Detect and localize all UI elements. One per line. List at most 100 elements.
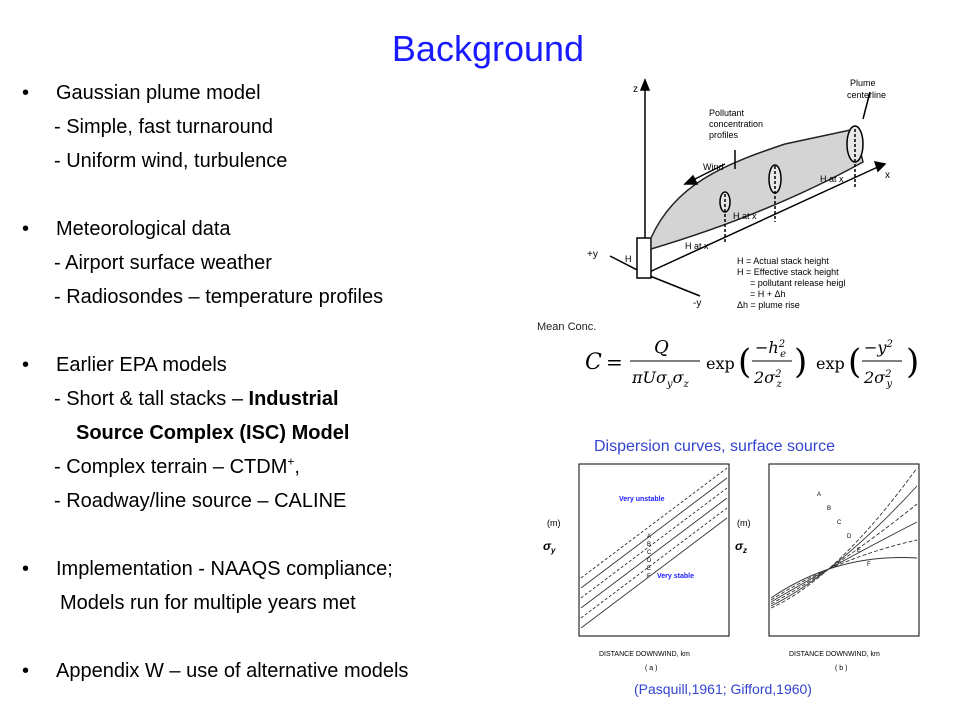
legend-line-2: H = Effective stack height [737,267,839,277]
x-label: x [885,170,890,181]
legend-line-3: = pollutant release heigl [750,278,845,288]
sub-item-text: - Short & tall stacks – [54,388,249,410]
isc-emphasis: Industrial [248,388,339,410]
plus-y-label: +y [587,249,598,260]
sigma-z-label: σz [735,539,747,555]
bullet-text: Implementation - NAAQS compliance; [56,558,393,580]
sub-item: - Roadway/line source – CALINE [54,490,347,512]
bullet-dot: • [22,218,30,240]
svg-text:=: = [606,350,623,374]
sigma-z-curve [770,467,918,609]
sigma-y-label: σy [543,539,556,555]
svg-text:): ) [794,342,807,382]
sub-item: - Radiosondes – temperature profiles [54,286,384,308]
unit-label-a: (m) [547,518,561,528]
bullet-text: Earlier EPA models [56,354,227,376]
svg-text:C: C [585,350,602,375]
minus-y-label: -y [693,298,701,309]
svg-text:): ) [906,342,919,382]
svg-text:−h2e: −h2e [755,338,786,360]
sub-item: - Short & tall stacks – Industrial [22,382,542,416]
bullet-implementation: • Implementation - NAAQS compliance; [22,552,542,586]
stability-class-label: A [817,492,821,498]
sub-item: - Simple, fast turnaround [54,116,273,138]
panel-a: σy (m) Very unstable Very stable DISTANC… [543,463,730,672]
sigma-y-curve [580,467,728,579]
stability-class-label: F [647,574,651,580]
concentration-label: concentration [709,119,763,129]
isc-continuation: Source Complex (ISC) Model [76,422,350,444]
sigma-z-curve [770,485,918,607]
legend-line-4: = H + Δh [750,289,786,299]
stability-class-label: B [827,506,831,512]
stability-class-label: C [837,520,842,526]
stability-class-label: B [647,542,651,548]
bullet-dot: • [22,354,30,376]
stability-class-label: E [857,548,861,554]
svg-text:exp: exp [816,354,845,373]
stability-class-label: E [647,566,651,572]
wind-label: Wind [703,162,724,172]
x-axis-label-b: DISTANCE DOWNWIND, km [789,651,880,658]
bullet-dot: • [22,558,30,580]
he-x2-label: H at x [733,211,757,221]
svg-text:(: ( [738,342,751,382]
bullet-dot: • [22,660,30,682]
panel-b: σz (m) DISTANCE DOWNWIND, km ( b ) A B C D E… [735,463,920,672]
svg-text:(: ( [848,342,861,382]
legend-line-1: H = Actual stack height [737,256,829,266]
sigma-z-curve [770,557,918,599]
slide-title: Background [391,28,585,69]
legend-line-5: Δh = plume rise [737,300,800,310]
dispersion-caption: Dispersion curves, surface source [594,438,835,455]
panel-b-label: ( b ) [835,665,847,672]
superscript: + [287,454,295,469]
sub-item: - Airport surface weather [54,252,272,274]
bullet-dot: • [22,82,30,104]
x-axis-label-a: DISTANCE DOWNWIND, km [599,651,690,658]
bullet-list: • Gaussian plume model - Simple, fast tu… [22,76,542,688]
bullet-meteorological: • Meteorological data [22,212,542,246]
plume-label: Plume [850,78,876,88]
x-axis [644,165,881,275]
sub-item: Models run for multiple years met [60,592,356,614]
panel-a-label: ( a ) [645,665,657,672]
sub-item: - Uniform wind, turbulence [54,150,288,172]
unit-label-b: (m) [737,518,751,528]
very-stable-label: Very stable [657,573,694,580]
hs-label: H [625,254,632,264]
sigma-y-curve [580,517,728,629]
sigma-z-curve [770,503,918,605]
bullet-text: Appendix W – use of alternative models [56,660,409,682]
sigma-y-curve [580,477,728,589]
sub-item: - Complex terrain – CTDM+, [22,450,542,484]
sub-item-text: - Complex terrain – CTDM [54,456,288,478]
svg-text:exp: exp [706,354,735,373]
bullet-text: Meteorological data [56,218,231,240]
svg-text:πUσyσz: πUσyσz [631,368,690,390]
sigma-y-curve [580,487,728,599]
very-unstable-label: Very unstable [619,496,665,503]
bullet-text: Gaussian plume model [56,82,261,104]
svg-text:−y2: −y2 [864,338,893,357]
z-label: z [633,84,638,95]
profiles-label: profiles [709,130,739,140]
stability-class-label: C [647,550,652,556]
citation: (Pasquill,1961; Gifford,1960) [634,681,812,697]
mean-conc-label: Mean Conc. [537,321,597,333]
stability-class-label: D [647,558,652,564]
stability-class-label: F [867,562,871,568]
sigma-y-curve [580,497,728,609]
he-x1-label: H at x [685,241,709,251]
sigma-z-curve [770,521,918,603]
bullet-appendix-w: • Appendix W – use of alternative models [22,654,542,688]
he-x3-label: H at x [820,174,844,184]
sigma-y-curve [580,507,728,619]
dispersion-curves-figure: σy (m) Very unstable Very stable DISTANC… [543,463,920,672]
stability-class-label: D [847,534,852,540]
bullet-epa-models: • Earlier EPA models [22,348,542,382]
centerline-label: centerline [847,90,886,100]
